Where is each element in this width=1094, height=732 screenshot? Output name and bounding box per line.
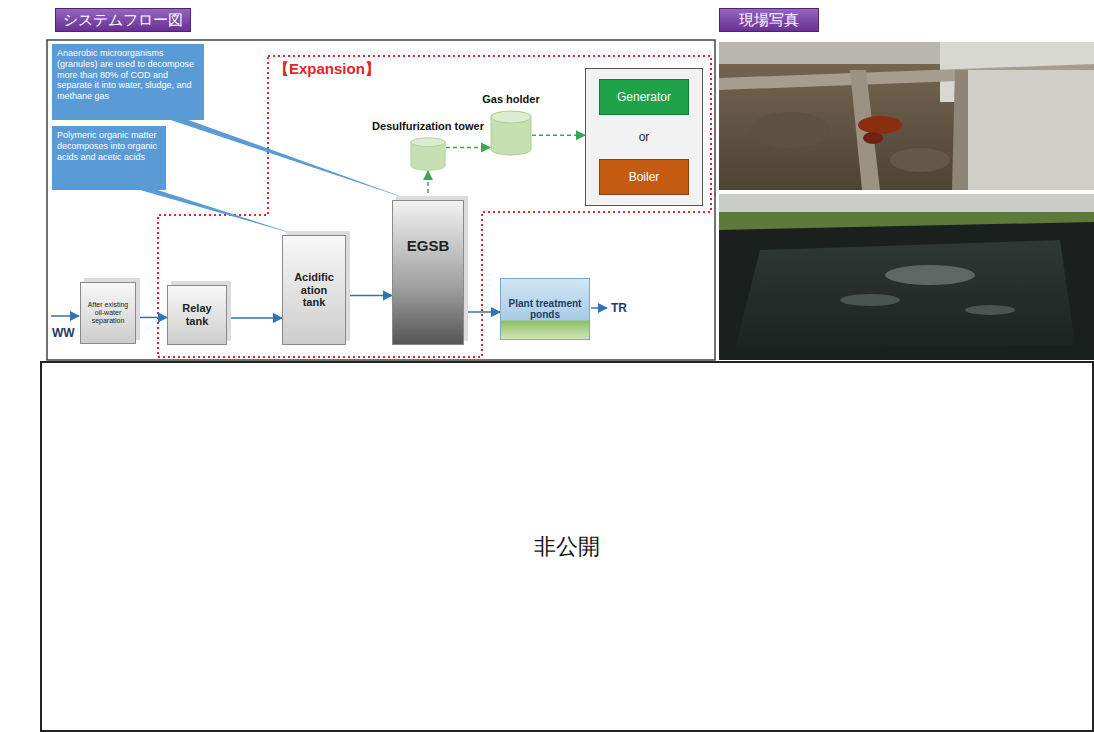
gas-holder-cylinder: Gas holder (490, 110, 532, 156)
process-box: After existing oil-water separation (80, 282, 136, 344)
water-flow-arrow (227, 317, 282, 319)
generator-box: Generator (599, 79, 689, 115)
node-text: システムフロー図 (63, 11, 183, 30)
process-box: Acidific ation tank (282, 235, 346, 345)
node-text: EGSB (407, 237, 450, 254)
water-flow-arrow (464, 311, 500, 313)
process-box: Relay tank (167, 285, 227, 345)
site-photo-tanks (719, 42, 1094, 190)
node-text: Relay tank (176, 302, 218, 327)
flow-label: TR (611, 301, 627, 315)
gas-flow-arrow (446, 147, 490, 149)
cylinder-shape (410, 137, 446, 171)
site-photo-pond (719, 194, 1094, 360)
desulfurization-cylinder: Desulfurization tower (410, 137, 446, 171)
flow-panel (47, 40, 715, 360)
node-text: Boiler (629, 170, 660, 184)
water-flow-arrow (136, 317, 167, 319)
callout-note: Polymeric organic matter decomposes into… (52, 126, 166, 190)
gas-flow-arrow (532, 135, 585, 137)
shape-heading: Desulfurization tower (372, 120, 484, 132)
region-label: 【Expansion】 (272, 60, 382, 79)
boiler-box: Boiler (599, 159, 689, 195)
cylinder-shape (490, 110, 532, 156)
node-text: Anaerobic microorganisms (granules) are … (57, 48, 199, 102)
callout-pointer (136, 189, 301, 236)
energy-use-group: or GeneratorBoiler (585, 68, 703, 206)
shape-heading: Gas holder (482, 93, 539, 105)
node-text: 現場写真 (739, 11, 799, 30)
node-text: 非公開 (534, 532, 600, 562)
section-tab: システムフロー図 (55, 8, 191, 32)
gas-flow-arrow (427, 171, 429, 200)
inflow-arrow (51, 315, 79, 317)
section-tab: 現場写真 (719, 8, 819, 32)
node-text: Generator (617, 90, 671, 104)
expansion-region (158, 56, 711, 357)
undisclosed-panel: 非公開 (40, 361, 1094, 732)
reactor-box: EGSB (392, 200, 464, 345)
node-text: Plant treatment ponds (507, 298, 583, 320)
outflow-arrow (591, 307, 607, 309)
water-flow-arrow (346, 295, 392, 297)
node-text: After existing oil-water separation (84, 301, 132, 325)
node-text: Acidific ation tank (291, 271, 337, 309)
flow-label: WW (52, 326, 75, 340)
callout-note: Anaerobic microorganisms (granules) are … (52, 44, 204, 120)
pond-box: Plant treatment ponds (500, 278, 590, 340)
node-text: or (639, 130, 650, 144)
node-text: Polymeric organic matter decomposes into… (57, 130, 161, 162)
